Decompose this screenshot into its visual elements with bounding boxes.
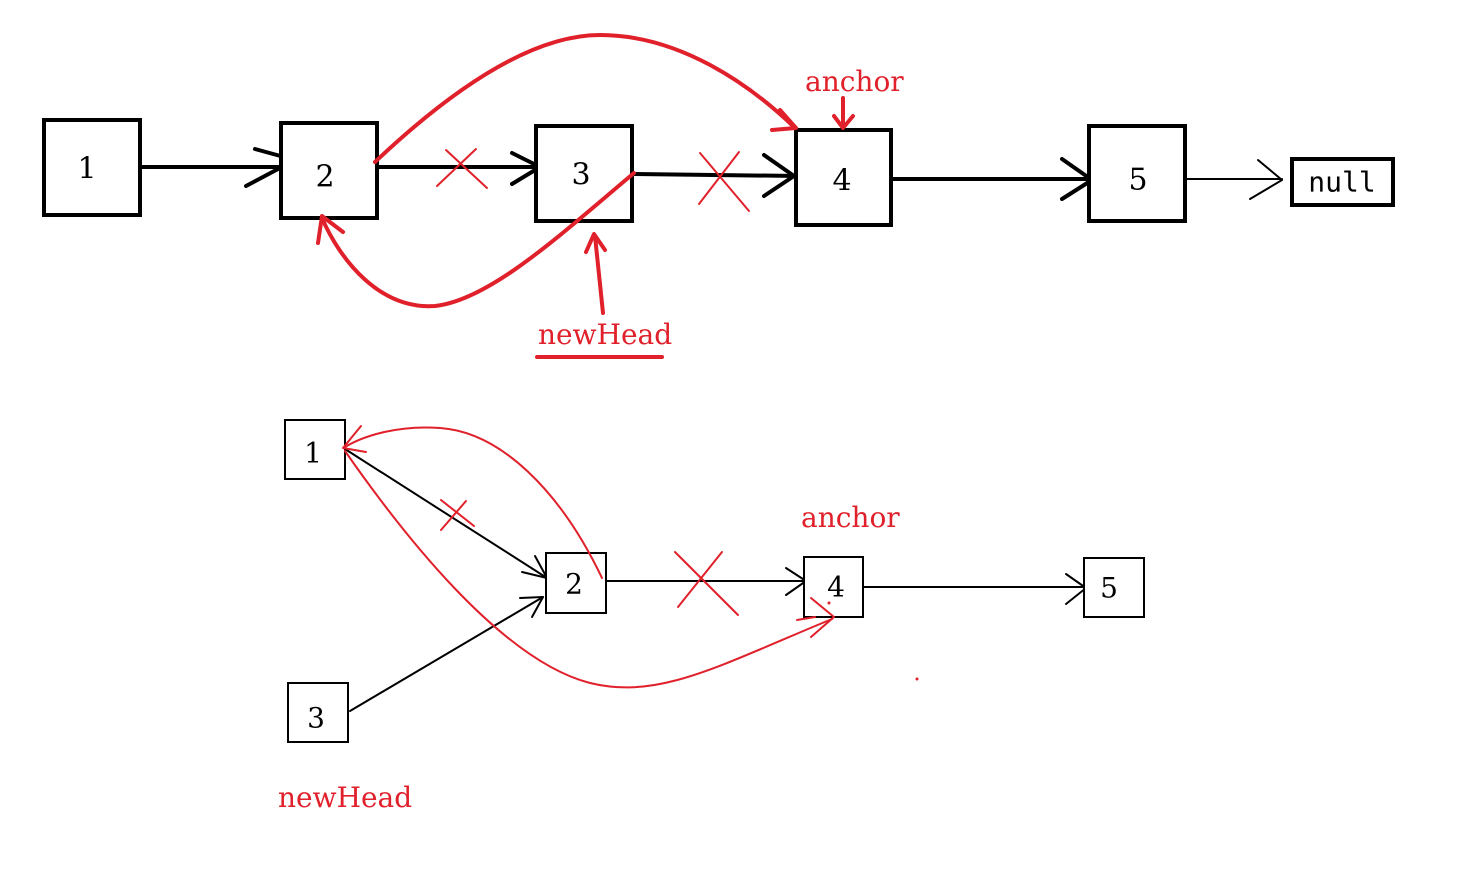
top-node-1-value: 1 xyxy=(77,152,96,187)
top-node-5: 5 xyxy=(1087,124,1187,223)
top-node-4: 4 xyxy=(794,128,893,227)
bottom-diagram: 1 2 3 4 5 xyxy=(278,419,1145,814)
top-link-3-4 xyxy=(632,153,800,198)
top-cross-2-3 xyxy=(436,148,488,189)
bottom-red-tick xyxy=(796,616,816,621)
top-link-4-5 xyxy=(890,157,1094,201)
bottom-black-links xyxy=(344,448,1087,712)
bottom-cross-2-4 xyxy=(674,551,739,616)
top-anchor-label: anchor xyxy=(805,65,904,98)
top-null-node: null xyxy=(1290,157,1395,207)
top-newhead-pointer xyxy=(584,232,607,315)
bottom-link-1-2 xyxy=(344,448,548,579)
top-anchor-pointer xyxy=(832,96,855,130)
top-node-4-value: 4 xyxy=(832,164,851,199)
bottom-node-3-value: 3 xyxy=(307,702,325,735)
bottom-link-3-2 xyxy=(349,596,544,712)
top-node-3-value: 3 xyxy=(571,158,590,193)
bottom-red-annotations: anchor newHead xyxy=(278,425,919,814)
bottom-arc-2-to-1 xyxy=(342,425,603,579)
bottom-red-dot-2 xyxy=(915,677,919,681)
bottom-node-1-value: 1 xyxy=(304,437,322,470)
top-link-5-null xyxy=(1186,159,1283,200)
top-diagram: 1 2 3 4 5 null xyxy=(42,33,1395,359)
bottom-red-dot-1 xyxy=(827,601,831,605)
top-arc-3-to-2 xyxy=(316,171,636,309)
top-null-label: null xyxy=(1308,166,1375,199)
bottom-node-5-value: 5 xyxy=(1100,572,1118,605)
top-node-3: 3 xyxy=(534,124,634,223)
top-newhead-label: newHead xyxy=(538,318,672,351)
bottom-cross-1-2 xyxy=(440,499,475,531)
bottom-link-4-5 xyxy=(863,573,1087,605)
bottom-node-3: 3 xyxy=(287,682,349,743)
bottom-node-2: 2 xyxy=(545,552,607,614)
bottom-node-2-value: 2 xyxy=(565,568,583,601)
bottom-node-4: 4 xyxy=(803,556,864,618)
top-node-2-value: 2 xyxy=(315,160,334,195)
top-node-5-value: 5 xyxy=(1128,163,1147,198)
bottom-arc-1-to-4 xyxy=(344,450,835,689)
top-arc-2-to-4 xyxy=(373,33,798,164)
top-link-1-2 xyxy=(140,147,297,188)
bottom-node-1: 1 xyxy=(284,419,346,480)
top-link-2-3 xyxy=(376,151,542,186)
bottom-node-4-value: 4 xyxy=(827,571,845,604)
bottom-newhead-label: newHead xyxy=(278,781,412,814)
top-red-annotations: anchor newHead xyxy=(316,33,904,359)
top-cross-3-4 xyxy=(698,151,750,212)
top-node-2: 2 xyxy=(279,121,379,220)
top-node-1: 1 xyxy=(42,118,142,217)
bottom-node-5: 5 xyxy=(1083,557,1145,618)
bottom-anchor-label: anchor xyxy=(801,501,900,534)
